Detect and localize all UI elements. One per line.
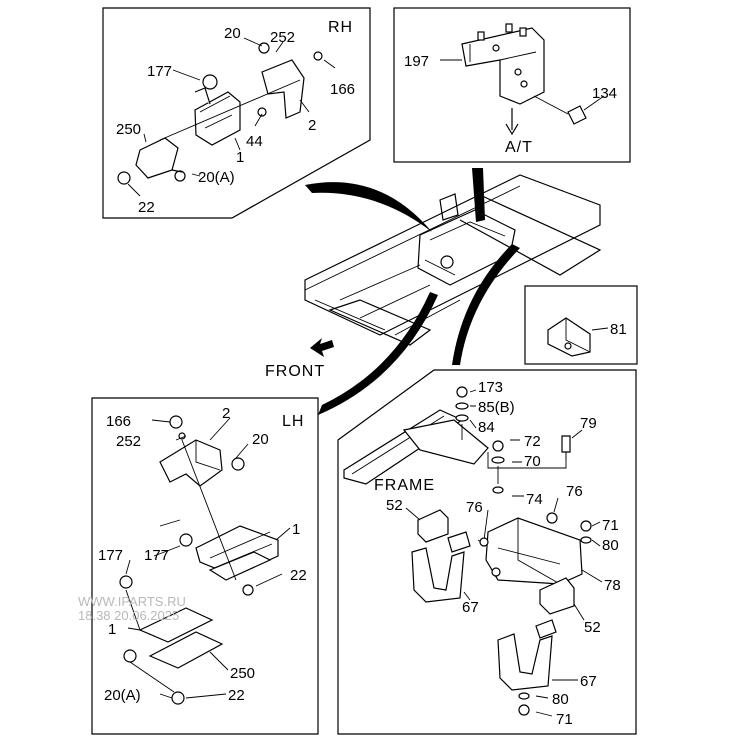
lh-part-1: 1	[292, 521, 300, 538]
rh-part-250: 250	[116, 121, 141, 138]
lh-part-177-b: 177	[144, 547, 169, 564]
frame-part-72: 72	[524, 433, 541, 450]
frame-part-78: 78	[604, 577, 621, 594]
frame-part-67-a: 67	[462, 599, 479, 616]
frame-part-76-a: 76	[566, 483, 583, 500]
insert-81-panel	[524, 285, 638, 365]
lh-part-2: 2	[222, 405, 230, 422]
front-label: FRONT	[265, 363, 325, 380]
lh-panel: LH	[91, 397, 319, 735]
at-part-197: 197	[404, 53, 429, 70]
frame-part-80-a: 80	[602, 537, 619, 554]
frame-part-52-b: 52	[584, 619, 601, 636]
frame-part-71-b: 71	[556, 711, 573, 728]
frame-part-173: 173	[478, 379, 503, 396]
frame-panel	[337, 369, 637, 735]
at-part-134: 134	[592, 85, 617, 102]
lh-side-label: LH	[282, 413, 304, 430]
rh-part-166: 166	[330, 81, 355, 98]
rh-side-label: RH	[328, 19, 353, 36]
frame-part-76-b: 76	[466, 499, 483, 516]
watermark-timestamp: 18.38 20.06.2025	[78, 608, 179, 623]
frame-part-70: 70	[524, 453, 541, 470]
rh-panel: RH	[102, 7, 371, 219]
frame-title: FRAME	[374, 477, 435, 494]
at-note: A/T	[505, 139, 533, 156]
frame-part-71-a: 71	[602, 517, 619, 534]
frame-part-74: 74	[526, 491, 543, 508]
insert-part-81: 81	[610, 321, 627, 338]
frame-part-52-a: 52	[386, 497, 403, 514]
front-direction-arrow	[310, 338, 334, 357]
frame-part-80-b: 80	[552, 691, 569, 708]
lh-part-177-a: 177	[98, 547, 123, 564]
rh-part-2: 2	[308, 117, 316, 134]
frame-part-84: 84	[478, 419, 495, 436]
frame-part-85b: 85(B)	[478, 399, 515, 416]
chassis-frame-drawing	[304, 174, 602, 346]
rh-part-20: 20	[224, 25, 241, 42]
rh-part-22: 22	[138, 199, 155, 216]
frame-part-67-b: 67	[580, 673, 597, 690]
rh-part-177: 177	[147, 63, 172, 80]
callout-arrows	[305, 168, 520, 415]
lh-part-1-b: 1	[108, 621, 116, 638]
rh-part-1: 1	[236, 149, 244, 166]
lh-part-20a: 20(A)	[104, 687, 141, 704]
lh-part-252: 252	[116, 433, 141, 450]
lh-part-250: 250	[230, 665, 255, 682]
lh-part-22-a: 22	[290, 567, 307, 584]
rh-part-252: 252	[270, 29, 295, 46]
lh-part-22-b: 22	[228, 687, 245, 704]
rh-part-20a: 20(A)	[198, 169, 235, 186]
watermark-site: WWW.IPARTS.RU	[78, 594, 186, 609]
at-panel	[393, 7, 631, 163]
lh-part-166: 166	[106, 413, 131, 430]
rh-part-44: 44	[246, 133, 263, 150]
frame-part-79: 79	[580, 415, 597, 432]
lh-part-20: 20	[252, 431, 269, 448]
